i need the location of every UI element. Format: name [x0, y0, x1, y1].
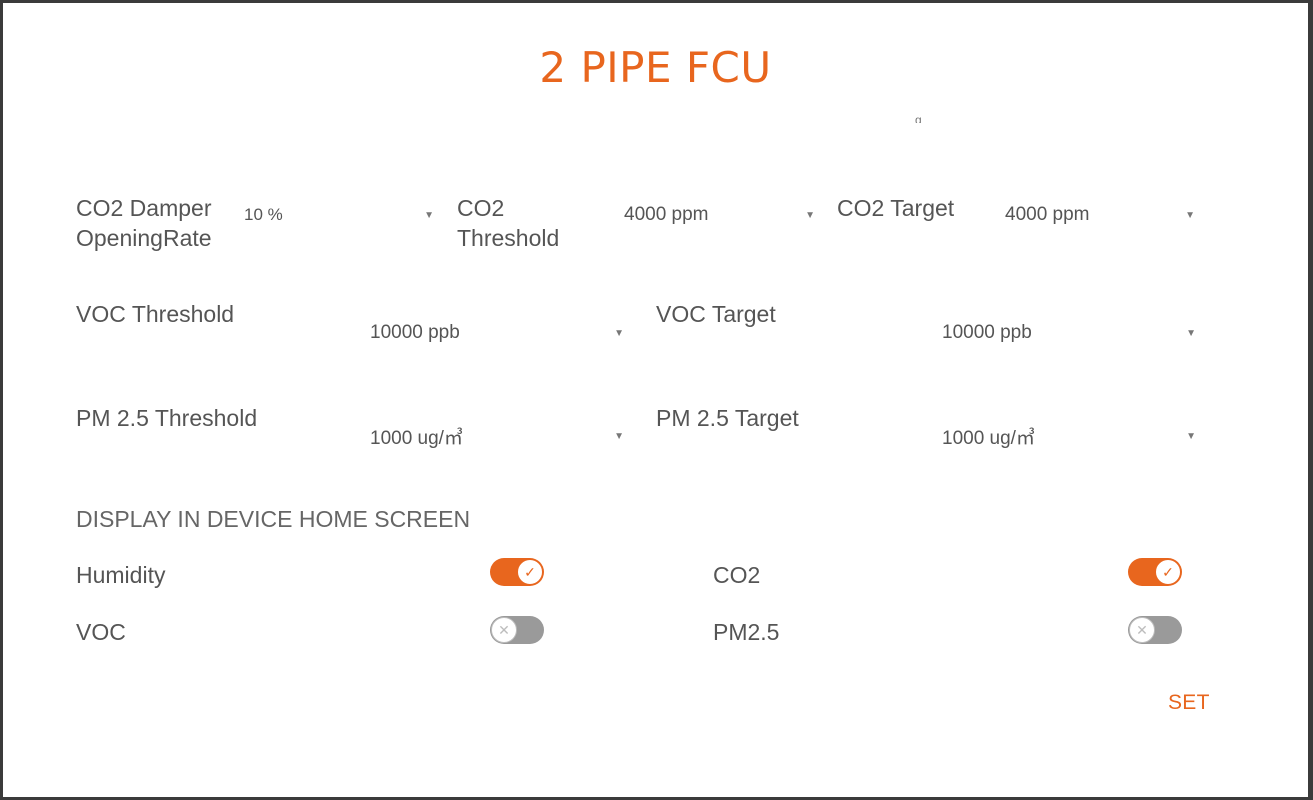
- humidity-toggle-label: Humidity: [76, 562, 166, 588]
- voc-threshold-select[interactable]: 10000 ppb ▼: [370, 318, 626, 348]
- co2-threshold-value: 4000 ppm: [624, 204, 709, 225]
- pm25-toggle[interactable]: ✕: [1128, 616, 1182, 644]
- dialog-title: 2 PIPE FCU: [539, 43, 772, 92]
- pm25-toggle-label: PM2.5: [713, 619, 780, 645]
- pm25-target-value: 1000 ug/㎥: [942, 427, 1035, 449]
- humidity-toggle[interactable]: ✓: [490, 558, 544, 586]
- pm25-target-select[interactable]: 1000 ug/㎥ ▼: [942, 421, 1198, 451]
- voc-target-select[interactable]: 10000 ppb ▼: [942, 318, 1198, 348]
- voc-toggle[interactable]: ✕: [490, 616, 544, 644]
- check-icon: ✓: [517, 559, 543, 585]
- set-button[interactable]: SET: [1168, 691, 1210, 714]
- co2-damper-label: CO2 Damper OpeningRate: [76, 195, 212, 251]
- co2-toggle-label: CO2: [713, 562, 761, 588]
- chevron-down-icon: ▼: [614, 327, 624, 339]
- co2-target-label: CO2 Target: [837, 195, 955, 221]
- co2-threshold-label: CO2 Threshold: [457, 195, 560, 251]
- voc-target-value: 10000 ppb: [942, 322, 1032, 343]
- pm25-threshold-label: PM 2.5 Threshold: [76, 405, 258, 431]
- chevron-down-icon: ▼: [614, 430, 624, 442]
- section-heading: DISPLAY IN DEVICE HOME SCREEN: [76, 506, 471, 532]
- co2-toggle[interactable]: ✓: [1128, 558, 1182, 586]
- co2-damper-value: 10 %: [244, 205, 283, 224]
- co2-damper-select[interactable]: 10 % ▼: [244, 200, 436, 230]
- chevron-down-icon: ▼: [1186, 327, 1196, 339]
- scrolled-content-remnant: g: [915, 113, 922, 123]
- chevron-down-icon: ▼: [424, 209, 434, 221]
- voc-toggle-label: VOC: [76, 619, 126, 645]
- voc-threshold-value: 10000 ppb: [370, 322, 460, 343]
- voc-threshold-label: VOC Threshold: [76, 301, 235, 327]
- voc-target-label: VOC Target: [656, 301, 776, 327]
- co2-threshold-select[interactable]: 4000 ppm ▼: [624, 200, 817, 230]
- pm25-threshold-value: 1000 ug/㎥: [370, 427, 463, 449]
- chevron-down-icon: ▼: [1186, 430, 1196, 442]
- check-icon: ✓: [1155, 559, 1181, 585]
- chevron-down-icon: ▼: [1185, 209, 1195, 221]
- pm25-threshold-select[interactable]: 1000 ug/㎥ ▼: [370, 421, 626, 451]
- x-icon: ✕: [1129, 617, 1155, 643]
- co2-target-select[interactable]: 4000 ppm ▼: [1005, 200, 1197, 230]
- chevron-down-icon: ▼: [805, 209, 815, 221]
- co2-target-value: 4000 ppm: [1005, 204, 1090, 225]
- settings-dialog: 2 PIPE FCU g CO2 Damper OpeningRate 10 %…: [3, 3, 1308, 797]
- x-icon: ✕: [491, 617, 517, 643]
- pm25-target-label: PM 2.5 Target: [656, 405, 799, 431]
